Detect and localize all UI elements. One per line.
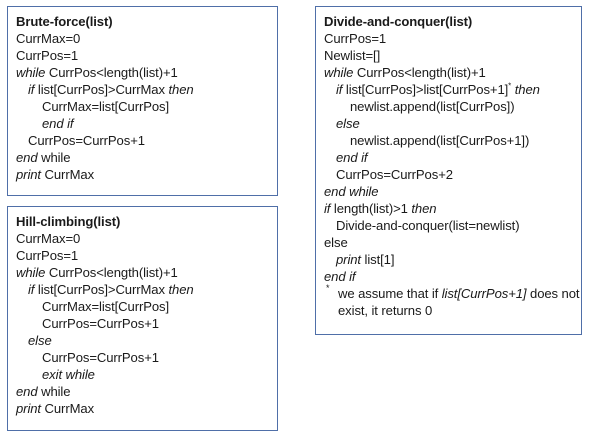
hill-climbing-title: Hill-climbing(list) [16,214,121,229]
code-line: CurrPos=1 [16,48,79,63]
code-line: Divide-and-conquer(list=newlist) [336,218,520,233]
code-line: else [28,333,52,348]
hill-climbing-pseudocode-box: Hill-climbing(list) CurrMax=0 CurrPos=1 … [7,206,278,431]
code-line: CurrPos=1 [16,248,79,263]
brute-force-title: Brute-force(list) [16,14,113,29]
code-line: print CurrMax [16,167,95,182]
code-line: if list[CurrPos]>CurrMax then [28,282,194,297]
code-line: else [324,235,348,250]
brute-force-pseudocode-box: Brute-force(list) CurrMax=0 CurrPos=1 wh… [7,6,278,196]
code-line: CurrPos=CurrPos+1 [42,316,159,331]
footnote-line-2: exist, it returns 0 [338,303,433,318]
code-line: while CurrPos<length(list)+1 [16,265,178,280]
code-line: CurrPos=CurrPos+1 [42,350,159,365]
code-line: if length(list)>1 then [324,201,437,216]
code-line: end while [16,150,71,165]
divide-and-conquer-pseudocode-box: Divide-and-conquer(list) CurrPos=1 Newli… [315,6,582,335]
code-line: CurrMax=list[CurrPos] [42,99,170,114]
code-line: print CurrMax [16,401,95,416]
code-line: if list[CurrPos]>list[CurrPos+1]* then [336,81,540,97]
code-line: end while [324,184,379,199]
code-line: Newlist=[] [324,48,381,63]
code-line: CurrMax=list[CurrPos] [42,299,170,314]
code-line: while CurrPos<length(list)+1 [16,65,178,80]
code-line: if list[CurrPos]>CurrMax then [28,82,194,97]
code-line: exit while [42,367,95,382]
footnote-reference-marker: * [508,81,512,91]
divide-and-conquer-title: Divide-and-conquer(list) [324,14,473,29]
code-line: newlist.append(list[CurrPos+1]) [350,133,530,148]
code-line: CurrMax=0 [16,231,81,246]
code-line: end if [336,150,368,165]
code-line: CurrMax=0 [16,31,81,46]
code-line: else [336,116,360,131]
code-line: print list[1] [336,252,395,267]
code-line: CurrPos=CurrPos+1 [28,133,145,148]
code-line: end if [42,116,74,131]
code-line: end while [16,384,71,399]
code-line: CurrPos=1 [324,31,387,46]
code-line: CurrPos=CurrPos+2 [336,167,453,182]
code-line: while CurrPos<length(list)+1 [324,65,486,80]
code-line: end if [324,269,356,284]
footnote-line-1: *we assume that if list[CurrPos+1] does … [324,283,580,302]
footnote-asterisk-icon: * [326,283,330,293]
code-line: newlist.append(list[CurrPos]) [350,99,515,114]
